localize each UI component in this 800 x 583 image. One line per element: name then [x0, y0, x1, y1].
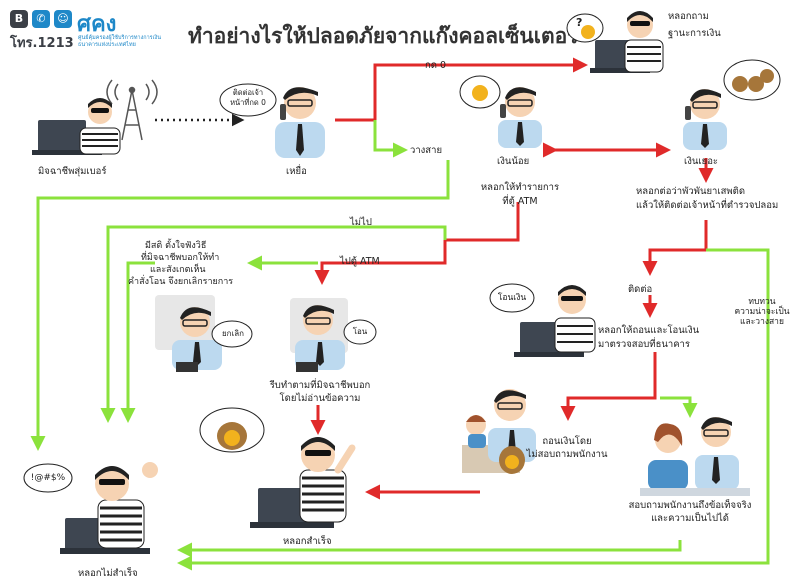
victim-on-phone — [275, 87, 325, 158]
label-scammer-dial: มิจฉาชีพสุ่มเบอร์ — [38, 166, 107, 177]
arrow-hangup-fail — [30, 160, 450, 451]
face-icon: ☺ — [54, 10, 72, 28]
label-press0: กด 0 — [425, 60, 446, 71]
arrow-drug-contact — [642, 220, 708, 276]
much-money-man — [683, 89, 727, 150]
label-nostaff-1: ถอนเงินโดย — [542, 436, 592, 447]
label-aware-4: คำสั่งโอน จึงยกเลิกรายการ — [128, 277, 234, 287]
arrow-withdraw-nostaff — [560, 352, 657, 421]
curse-text: !@#$% — [30, 473, 66, 483]
label-atm-2: ที่ตู้ ATM — [502, 196, 538, 207]
call-bubble — [219, 83, 277, 117]
scammer-withdraw — [514, 285, 596, 357]
label-success: หลอกสำเร็จ — [283, 536, 332, 547]
phone-icon: ✆ — [32, 10, 50, 28]
label-ask-1: หลอกถาม — [668, 11, 709, 22]
coin-icon — [581, 25, 595, 39]
coin-icon — [472, 85, 488, 101]
transfer-text: โอน — [352, 327, 368, 336]
staff-consult-scene — [640, 417, 750, 496]
green-arrows — [30, 120, 770, 571]
label-not-go: ไม่ไป — [350, 217, 372, 228]
label-aware-1: มีสติ ตั้งใจฟังวิธี — [145, 241, 207, 251]
arrow-hangup — [373, 120, 408, 158]
label-fail: หลอกไม่สำเร็จ — [78, 568, 138, 579]
arrow-press0 — [335, 57, 588, 122]
label-staff-2: และความเป็นไปได้ — [651, 513, 729, 524]
question-mark: ? — [576, 16, 583, 29]
transfer-bubble — [343, 319, 377, 345]
arrow-atm-down — [314, 202, 520, 285]
aware-man — [155, 295, 222, 372]
curse-bubble — [23, 463, 73, 493]
red-arrows — [310, 57, 714, 500]
logo-name: ศคง — [77, 12, 117, 37]
label-aware-2: ที่มิจฉาชีพบอกให้ทำ — [141, 253, 220, 263]
scammer-speech-text: โอนเงิน — [497, 293, 527, 303]
label-hangup: วางสาย — [410, 145, 443, 156]
coin-icon — [224, 430, 240, 446]
happy-scammer — [250, 437, 356, 528]
scammer-dialing — [32, 98, 121, 155]
bank-withdraw-scene — [462, 389, 536, 474]
label-much-money: เงินเยอะ — [684, 156, 719, 167]
label-withdraw-2: มาตรวจสอบที่ธนาคาร — [598, 339, 690, 350]
label-follow-2: โดยไม่อ่านข้อความ — [279, 393, 361, 404]
label-think-2: ความน่าจะเป็น — [734, 307, 790, 317]
label-victim: เหยื่อ — [286, 166, 307, 177]
arrow-think — [177, 248, 770, 571]
label-atm-1: หลอกให้ทำรายการ — [480, 182, 560, 193]
angry-scammer — [60, 462, 158, 554]
label-think-1: ทบทวน — [748, 297, 776, 307]
label-withdraw-1: หลอกให้ถอนและโอนเงิน — [598, 325, 700, 336]
arrow-staff-fail — [177, 540, 682, 558]
call-bubble-text: ติดต่อเจ้าหน้าที่กด 0 — [230, 88, 266, 107]
label-drug-1: หลอกต่อว่าพัวพันยาเสพติด — [636, 186, 745, 197]
arrow-aware-fail — [120, 261, 155, 423]
label-staff-1: สอบถามพนักงานถึงข้อเท็จจริง — [628, 500, 752, 511]
label-drug-2: แล้วให้ติดต่อเจ้าหน้าที่ตำรวจปลอม — [636, 200, 779, 211]
label-little-money: เงินน้อย — [497, 156, 530, 167]
label-think-3: และวางสาย — [740, 317, 784, 327]
arrow-staff — [660, 396, 698, 418]
follower-man — [290, 298, 348, 372]
logo: B ✆ ☺ ศคง โทร.1213 ศูนย์คุ้มครองผู้ใช้บร… — [10, 8, 161, 58]
cancel-text: ยกเลิก — [221, 329, 244, 338]
money-bag-icon — [732, 69, 774, 92]
label-follow-1: รีบทำตามที่มิจฉาชีพบอก — [269, 380, 371, 391]
scammer-asking — [590, 11, 664, 73]
page-title: ทำอย่างไรให้ปลอดภัยจากแก๊งคอลเซ็นเตอร์ — [188, 24, 579, 48]
logo-b-icon: B — [10, 10, 28, 28]
label-go-atm: ไปตู้ ATM — [340, 256, 380, 267]
cancel-bubble — [211, 320, 253, 348]
label-aware-3: และสังเกตเห็น — [150, 265, 206, 275]
little-money-man — [498, 87, 542, 148]
label-contact: ติดต่อ — [628, 284, 653, 295]
scammer-speech-bubble — [489, 283, 535, 313]
label-nostaff-2: ไม่สอบถามพนักงาน — [526, 449, 608, 460]
radio-tower-icon — [106, 79, 158, 141]
arrow-not-go — [100, 225, 447, 423]
label-ask-2: ฐานะการเงิน — [668, 28, 721, 39]
logo-subtitle: ศูนย์คุ้มครองผู้ใช้บริการทางการเงิน ธนาค… — [78, 35, 161, 48]
logo-tel: โทร.1213 — [10, 36, 74, 51]
